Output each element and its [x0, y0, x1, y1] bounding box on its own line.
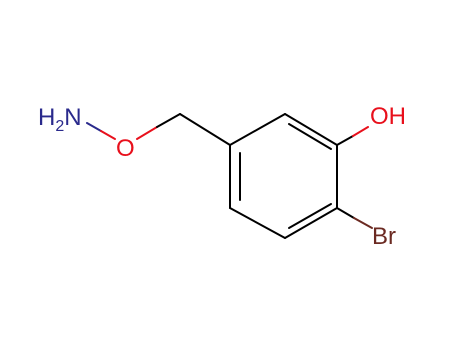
bond-o-ch2-oxygen-half [136, 126, 158, 140]
bonds [86, 113, 373, 239]
bond-c-br-bromine-half [353, 217, 373, 229]
bond-ch2-ring [179, 113, 231, 146]
bond-n-o-nitrogen-half [86, 122, 102, 132]
hydroxyl-label: OH [370, 103, 406, 130]
amine-h: H [38, 104, 55, 131]
bond-ring-1 [229, 113, 286, 146]
amine-subscript: 2 [55, 118, 64, 135]
bond-c-oh-oxygen-half [352, 126, 369, 137]
bond-ring-2-inner [288, 123, 332, 150]
bromine-label: Br [372, 223, 396, 250]
bond-ring-2 [284, 113, 338, 146]
ether-oxygen-label: O [116, 135, 135, 162]
bond-ring-5 [229, 207, 286, 239]
amine-n: N [64, 104, 81, 131]
amine-label: H2N [38, 104, 82, 135]
bond-n-o-oxygen-half [100, 130, 116, 140]
bond-c-br-carbon-half [336, 207, 355, 219]
atom-labels: H2N O OH Br [38, 103, 406, 250]
bond-ring-4 [284, 207, 338, 239]
bond-o-ch2-carbon-half [156, 113, 181, 128]
bond-ring-4-inner [288, 203, 332, 229]
bond-c-oh-carbon-half [336, 135, 354, 146]
